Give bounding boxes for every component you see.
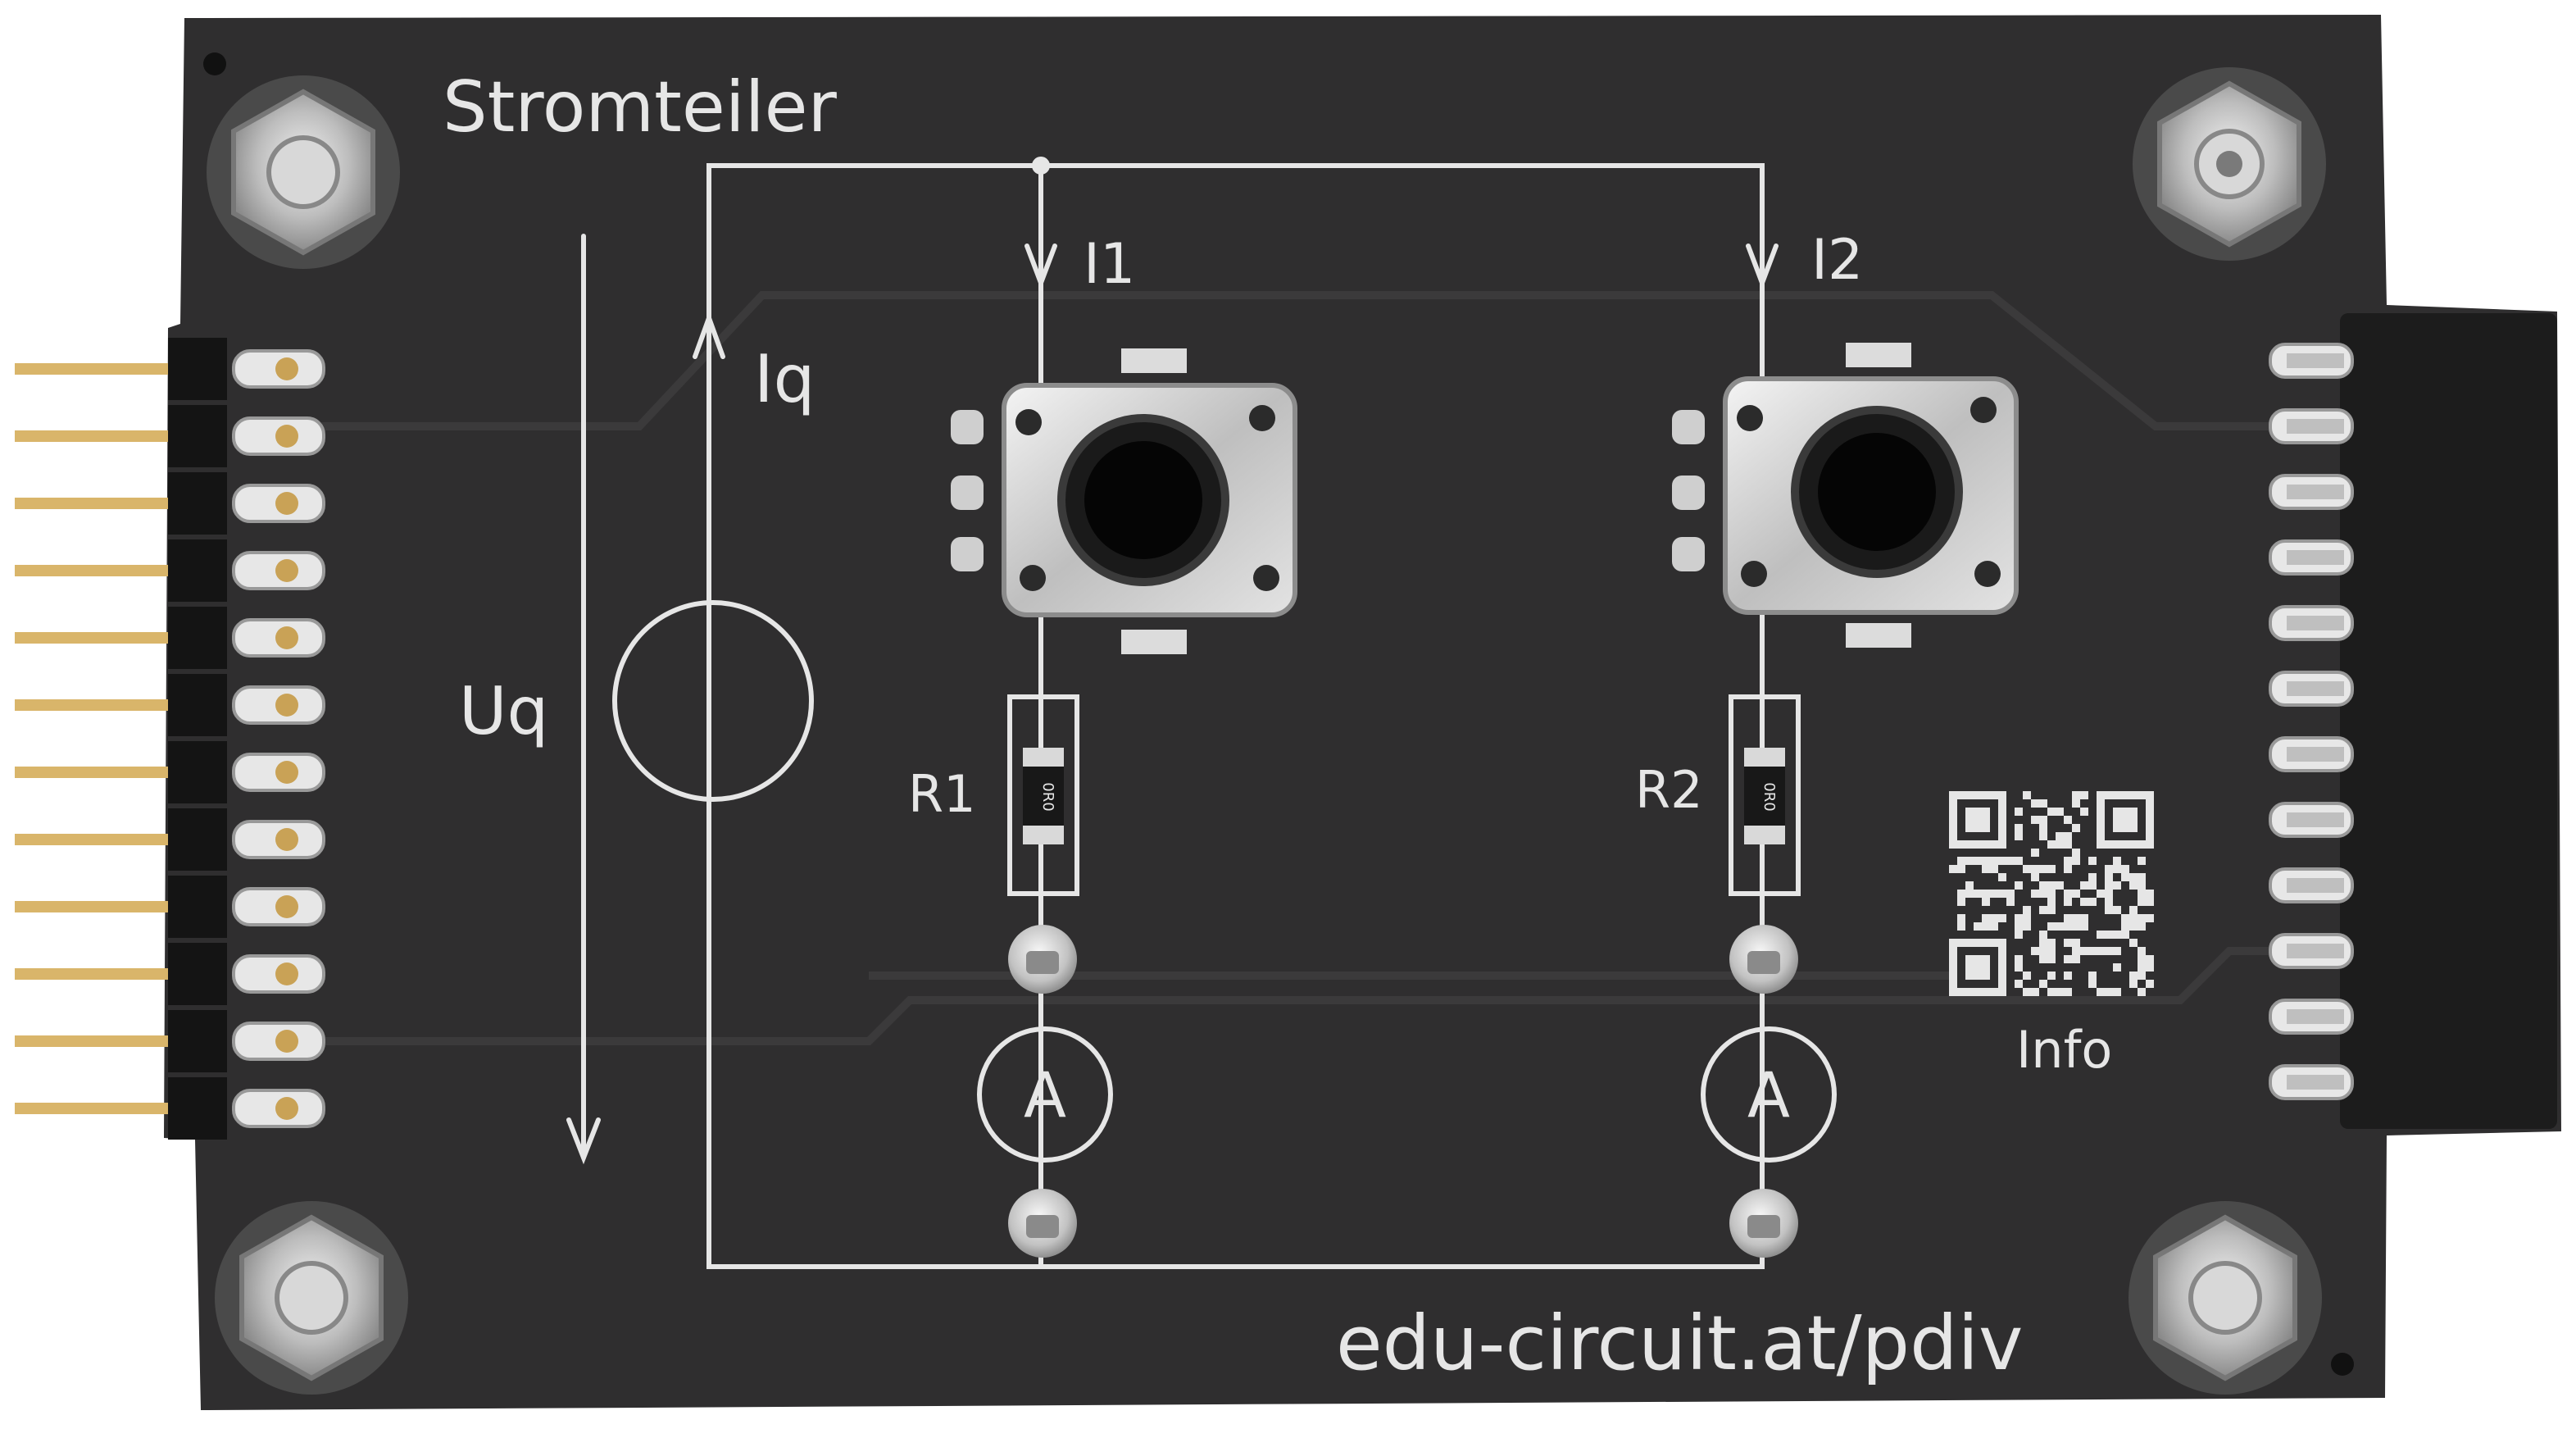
right-pin-header bbox=[2269, 343, 2354, 1100]
header-plastic bbox=[168, 472, 227, 535]
header-pin-tip bbox=[275, 425, 298, 448]
qr-code bbox=[1949, 791, 2154, 996]
label-r2: R2 bbox=[1635, 760, 1703, 820]
header-pin-tip bbox=[275, 357, 298, 380]
header-pin-tip bbox=[275, 626, 298, 649]
label-iq: Iq bbox=[754, 341, 815, 417]
left-pin-header bbox=[15, 338, 325, 1140]
header-pin-tip bbox=[275, 1097, 298, 1120]
header-pin bbox=[2287, 485, 2344, 499]
header-pin bbox=[15, 834, 179, 845]
arrow-iq bbox=[693, 311, 725, 359]
board-url: edu-circuit.at/pdiv bbox=[1336, 1299, 2023, 1387]
header-pin bbox=[15, 363, 179, 375]
header-pin bbox=[15, 699, 179, 711]
ammeter-pads bbox=[1008, 925, 1798, 1258]
header-pin bbox=[2287, 616, 2344, 630]
header-pin-tip bbox=[275, 559, 298, 582]
header-plastic bbox=[168, 741, 227, 803]
header-pin bbox=[15, 1035, 179, 1047]
header-pin bbox=[2287, 747, 2344, 762]
header-pin bbox=[15, 565, 179, 576]
header-plastic bbox=[168, 943, 227, 1005]
header-pin bbox=[15, 1103, 179, 1114]
header-pin bbox=[2287, 419, 2344, 434]
header-plastic bbox=[168, 539, 227, 602]
header-pin bbox=[15, 901, 179, 912]
header-pin bbox=[2287, 550, 2344, 565]
header-pin bbox=[2287, 681, 2344, 696]
tooling-hole-top-left bbox=[203, 52, 226, 75]
header-pin-tip bbox=[275, 962, 298, 985]
svg-text:0R0: 0R0 bbox=[1760, 782, 1778, 811]
potentiometer-1[interactable] bbox=[951, 348, 1297, 654]
header-pin bbox=[2287, 878, 2344, 893]
header-plastic bbox=[168, 1010, 227, 1072]
mounting-nut-bottom-left bbox=[215, 1201, 408, 1395]
smd-resistor-r2: 0R0 bbox=[1744, 748, 1785, 844]
right-socket-connector bbox=[2340, 313, 2557, 1129]
header-plastic bbox=[168, 1077, 227, 1140]
arrow-i2 bbox=[1746, 243, 1779, 290]
smd-resistor-r1: 0R0 bbox=[1023, 748, 1064, 844]
header-pin bbox=[2287, 812, 2344, 827]
arrow-uq-head bbox=[566, 1117, 601, 1165]
header-plastic bbox=[168, 808, 227, 871]
tooling-hole-bottom-right bbox=[2331, 1353, 2354, 1376]
label-i2: I2 bbox=[1811, 228, 1863, 293]
header-plastic bbox=[168, 405, 227, 467]
header-plastic bbox=[168, 674, 227, 736]
header-pin-tip bbox=[275, 1030, 298, 1053]
header-pin-tip bbox=[275, 828, 298, 851]
header-pin bbox=[2287, 353, 2344, 368]
ammeter-1-label: A bbox=[1024, 1058, 1066, 1131]
svg-text:0R0: 0R0 bbox=[1039, 782, 1056, 811]
header-pin bbox=[15, 430, 179, 442]
arrow-i1 bbox=[1024, 243, 1057, 290]
silkscreen-schematic bbox=[566, 157, 1837, 1269]
header-pin-tip bbox=[275, 761, 298, 784]
header-plastic bbox=[168, 607, 227, 669]
circuit-wire-loop bbox=[706, 163, 1765, 1269]
qr-caption: Info bbox=[2016, 1020, 2112, 1080]
mounting-nut-top-left bbox=[207, 75, 400, 269]
potentiometer-2[interactable] bbox=[1672, 343, 2019, 648]
header-plastic bbox=[168, 876, 227, 938]
resistor-r2-outline bbox=[1729, 694, 1801, 896]
header-pin bbox=[15, 498, 179, 509]
voltage-source-symbol bbox=[612, 600, 814, 802]
ammeter-1-symbol bbox=[977, 1026, 1113, 1163]
header-pin-tip bbox=[275, 492, 298, 515]
header-pin-tip bbox=[275, 694, 298, 717]
mounting-nut-top-right bbox=[2133, 67, 2326, 261]
pcb-board bbox=[164, 15, 2561, 1410]
header-plastic bbox=[168, 338, 227, 400]
resistor-r1-outline bbox=[1007, 694, 1079, 896]
mounting-nut-bottom-right bbox=[2128, 1201, 2322, 1395]
board-title: Stromteiler bbox=[443, 66, 837, 148]
label-uq: Uq bbox=[459, 673, 548, 749]
ammeter-2-symbol bbox=[1701, 1026, 1837, 1163]
label-r1: R1 bbox=[908, 764, 976, 824]
junction-dot bbox=[1032, 157, 1050, 175]
ammeter-2-label: A bbox=[1747, 1058, 1790, 1131]
header-pin bbox=[2287, 1075, 2344, 1090]
header-pin bbox=[2287, 944, 2344, 958]
label-i1: I1 bbox=[1084, 232, 1135, 297]
header-pin bbox=[15, 767, 179, 778]
header-pin bbox=[15, 632, 179, 644]
header-pin bbox=[15, 968, 179, 980]
header-pin bbox=[2287, 1009, 2344, 1024]
header-pin-tip bbox=[275, 895, 298, 918]
